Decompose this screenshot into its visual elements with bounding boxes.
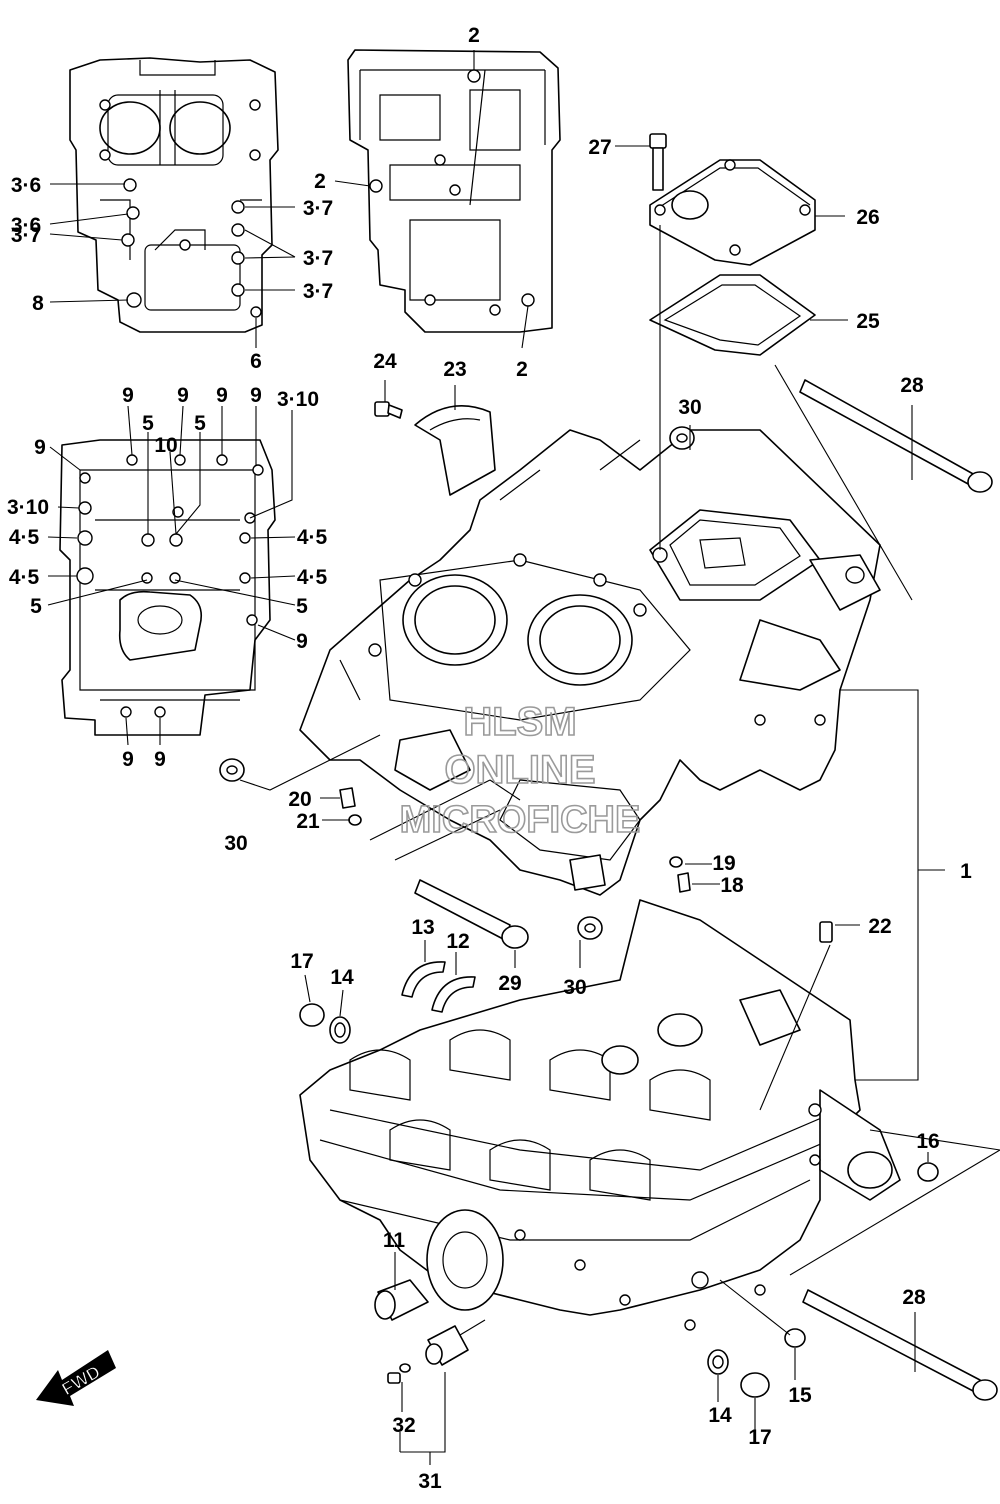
callout-3-10: 3·10 [7, 496, 49, 519]
fwd-label: FWD [58, 1361, 103, 1399]
callout-5: 5 [30, 595, 42, 618]
callout-25: 25 [856, 310, 880, 333]
callout-30: 30 [678, 396, 701, 419]
lower-crankcase [299, 899, 901, 1331]
callout-12: 12 [446, 930, 469, 953]
callout-15: 15 [788, 1384, 812, 1407]
callout-28: 28 [900, 374, 924, 397]
callout-27: 27 [588, 136, 611, 159]
callout-4-5: 4·5 [297, 566, 328, 589]
callout-8: 8 [32, 292, 44, 315]
callout-9: 9 [216, 384, 228, 407]
callout-24: 24 [373, 350, 397, 373]
plug-15 [784, 1328, 806, 1348]
callout-9: 9 [122, 748, 134, 771]
callout-17: 17 [290, 950, 313, 973]
callout-9: 9 [296, 630, 308, 653]
callout-4-5: 4·5 [297, 526, 328, 549]
callout-23: 23 [443, 358, 466, 381]
callout-30: 30 [563, 976, 586, 999]
callout-31: 31 [418, 1470, 442, 1493]
jet-18-19 [669, 856, 691, 893]
bolt-29 [414, 879, 529, 949]
guide-23 [414, 405, 496, 496]
callout-18: 18 [720, 874, 744, 897]
plug-16 [917, 1162, 939, 1182]
watermark: HLSM ONLINE MICROFICHE [399, 699, 641, 842]
callout-14: 14 [330, 966, 354, 989]
watermark-line3: MICROFICHE [400, 799, 641, 841]
callout-13: 13 [411, 916, 434, 939]
callout-32: 32 [392, 1414, 415, 1437]
inset-case-top-view [347, 49, 561, 333]
callout-16: 16 [916, 1130, 939, 1153]
callout-22: 22 [868, 915, 891, 938]
callout-17: 17 [748, 1426, 771, 1449]
callout-3-7: 3·7 [303, 197, 333, 220]
callout-10: 10 [154, 434, 177, 457]
bolt-28-upper [799, 379, 993, 493]
callout-28: 28 [902, 1286, 926, 1309]
callout-29: 29 [498, 972, 521, 995]
callout-11: 11 [383, 1229, 406, 1252]
watermark-line1: HLSM [463, 700, 576, 744]
callout-4-5: 4·5 [9, 566, 40, 589]
callout-1: 1 [960, 860, 972, 883]
callout-3-6: 3·6 [11, 214, 41, 237]
callout-5: 5 [296, 595, 308, 618]
callout-9: 9 [154, 748, 166, 771]
oil-pressure-switch-11 [374, 1279, 429, 1321]
callout-5: 5 [194, 412, 206, 435]
callout-9: 9 [250, 384, 262, 407]
callout-9: 9 [122, 384, 134, 407]
bolt-28-lower [802, 1289, 998, 1401]
callout-9: 9 [34, 436, 46, 459]
callout-2: 2 [516, 358, 528, 381]
inset-upper-case-view [69, 57, 279, 333]
callout-19: 19 [712, 852, 735, 875]
callout-30: 30 [224, 832, 247, 855]
plug-17-washer-14-left [299, 1003, 351, 1044]
inset-lower-leaders [47, 405, 296, 746]
callout-9: 9 [177, 384, 189, 407]
callout-3-10: 3·10 [277, 388, 319, 411]
callout-26: 26 [856, 206, 879, 229]
plug-17-washer-14-right [707, 1349, 770, 1398]
callout-3-6: 3·6 [11, 174, 41, 197]
inset-upper-leaders [49, 183, 296, 348]
callout-3-7: 3·7 [303, 247, 333, 270]
bolt-24 [374, 401, 403, 419]
callout-14: 14 [708, 1404, 732, 1427]
callout-2: 2 [314, 170, 326, 193]
inset-lower-case-view [59, 439, 276, 736]
bolt-27 [649, 133, 667, 191]
main-leaders [239, 145, 1000, 1465]
callout-4-5: 4·5 [9, 526, 40, 549]
bearings-12-13 [401, 961, 476, 1013]
upper-crankcase [299, 429, 881, 896]
gasket-25 [649, 274, 816, 356]
sender-31-32 [387, 1325, 469, 1384]
inset-top-leaders [334, 50, 529, 349]
callout-labels: 2 2 2 3·6 3·6 3·7 8 3·7 3·7 3·7 6 27 26 … [7, 24, 972, 1493]
callout-3-7: 3·7 [303, 280, 333, 303]
callout-3-7: 3·7 [11, 224, 41, 247]
cover-plate-26 [649, 159, 816, 266]
nut-30 [219, 426, 695, 940]
callout-5: 5 [142, 412, 154, 435]
callout-6: 6 [250, 350, 262, 373]
plug-22 [819, 921, 833, 943]
callout-21: 21 [296, 810, 320, 833]
callout-2: 2 [468, 24, 480, 47]
watermark-line2: ONLINE [444, 748, 595, 792]
callout-20: 20 [288, 788, 311, 811]
fwd-arrow: FWD [36, 1350, 116, 1406]
